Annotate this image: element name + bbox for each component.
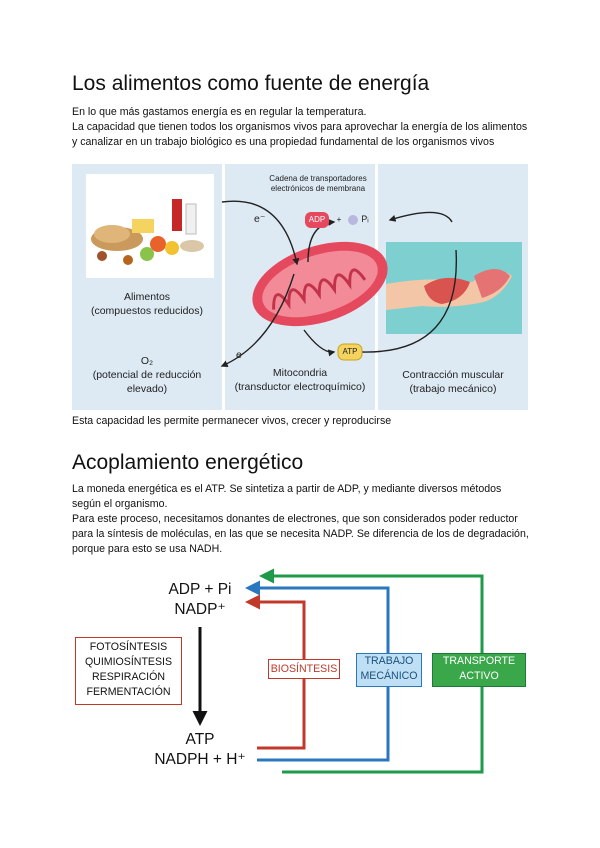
food-caption: Alimentos (compuestos reducidos) [90, 291, 204, 317]
section-title-energy-food: Los alimentos como fuente de energía [72, 72, 430, 95]
energy-flow-figure: Cadena de transportadores electrónicos d… [72, 164, 528, 410]
oxygen-caption: O₂ (potencial de reducción elevado) [92, 355, 202, 395]
adp-pi-label: ADP + Pi [168, 581, 232, 598]
paragraph: Esta capacidad les permite permanecer vi… [72, 415, 392, 427]
trabajo-mecanico-box: TRABAJO MECÁNICO [356, 653, 422, 687]
nadph-label: NADPH + H⁺ [154, 751, 246, 768]
adp-label: ADP [308, 215, 326, 224]
pi-label: Pᵢ [361, 214, 369, 224]
paragraph: En lo que más gastamos energía es en reg… [72, 106, 367, 118]
food-illustration [91, 199, 204, 265]
section2-text: La moneda energética es el ATP. Se sinte… [72, 482, 532, 557]
atp-badge [337, 343, 363, 361]
atp-label: ATP [342, 347, 358, 356]
chain-label: Cadena de transportadores electrónicos d… [269, 174, 367, 193]
mitochondria-caption: Mitocondria (transductor electroquímico) [234, 367, 366, 393]
mitochondrion-illustration [252, 241, 388, 327]
electron-label-bottom: e [236, 349, 242, 361]
section-title-coupling: Acoplamiento energético [72, 451, 304, 474]
arm-illustration [386, 269, 512, 310]
paragraph: Para este proceso, necesitamos donantes … [72, 513, 529, 555]
transporte-activo-box: TRANSPORTE ACTIVO [432, 653, 526, 687]
processes-box: FOTOSÍNTESIS QUIMIOSÍNTESIS RESPIRACIÓN … [75, 637, 182, 705]
figure1-drawing [86, 174, 522, 367]
biosintesis-box: BIOSÍNTESIS [268, 659, 340, 679]
muscle-caption: Contracción muscular (trabajo mecánico) [402, 369, 504, 395]
adp-badge [305, 212, 329, 228]
atp-label: ATP [185, 731, 215, 748]
paragraph: La capacidad que tienen todos los organi… [72, 121, 528, 148]
plus-label: + [336, 215, 342, 224]
phosphate-icon [348, 215, 358, 225]
electron-label-top: e⁻ [254, 213, 266, 225]
energy-coupling-diagram: ADP + Pi NADP⁺ FOTOSÍNTESIS QUIMIOSÍNTES… [72, 565, 532, 780]
section1-text: En lo que más gastamos energía es en reg… [72, 105, 532, 150]
paragraph: La moneda energética es el ATP. Se sinte… [72, 483, 502, 510]
nadp-label: NADP⁺ [174, 601, 226, 618]
